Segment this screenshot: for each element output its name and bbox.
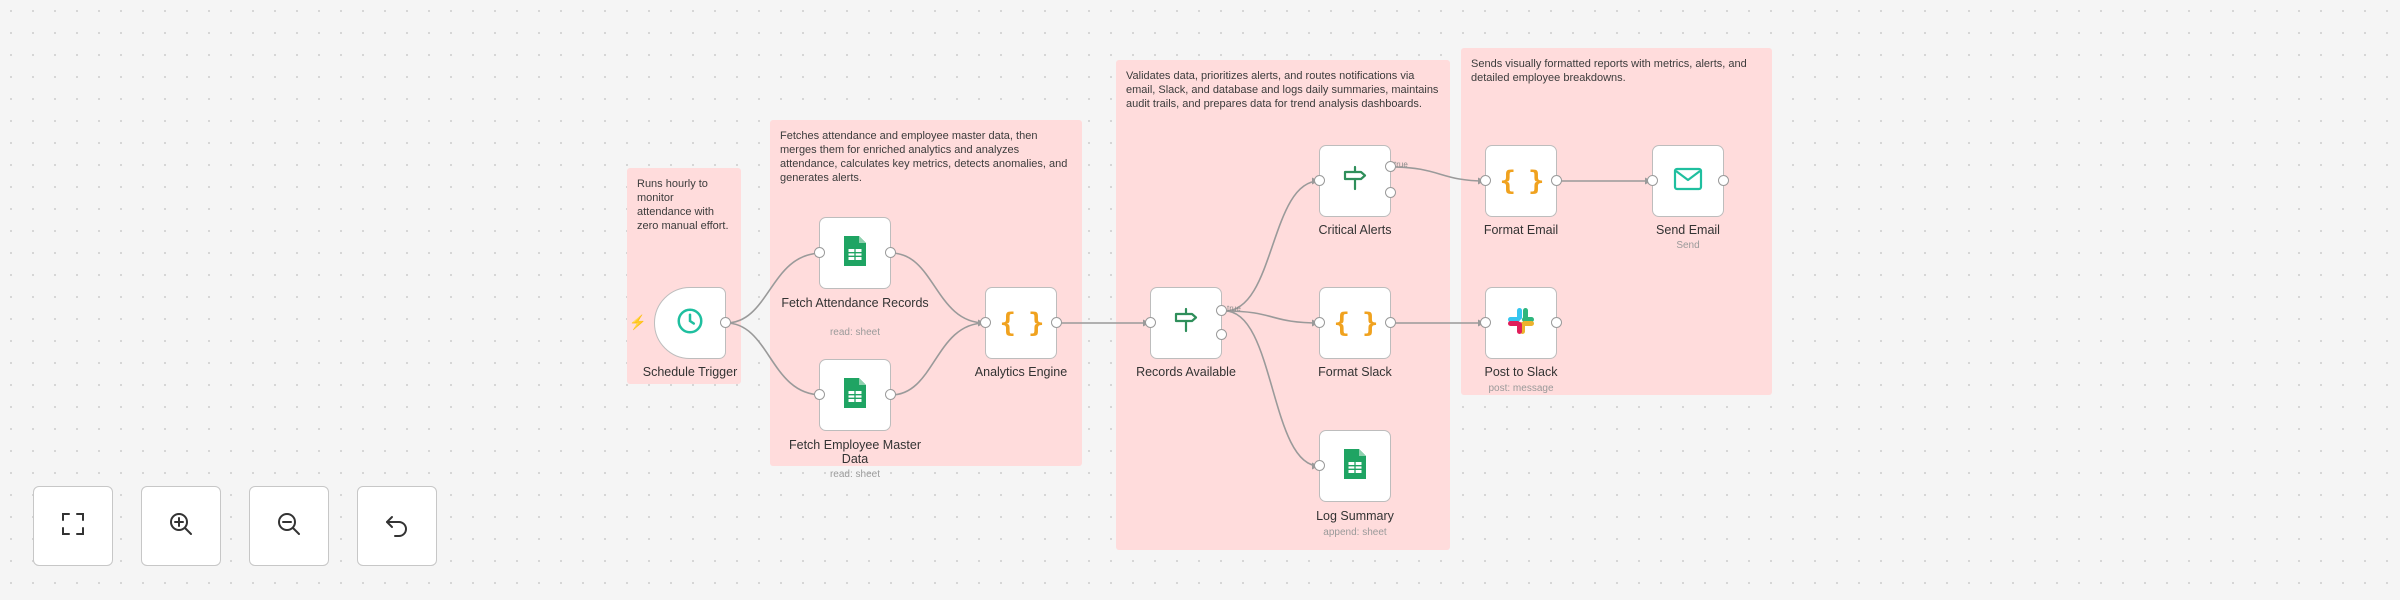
node-label: Log Summary xyxy=(1316,509,1394,523)
code-braces-icon: { } xyxy=(1499,165,1545,197)
edge-attendance-to-analytics xyxy=(890,252,986,324)
fit-view-button[interactable] xyxy=(33,486,113,566)
undo-button[interactable] xyxy=(357,486,437,566)
node-label: Schedule Trigger xyxy=(642,365,738,379)
google-sheets-icon xyxy=(844,235,866,271)
zoom-out-button[interactable] xyxy=(249,486,329,566)
edge-critical-to-formatemail xyxy=(1390,166,1486,182)
node-label: Records Available xyxy=(1136,365,1236,379)
edge-label-true-records: true xyxy=(1227,304,1241,313)
google-sheets-icon xyxy=(844,377,866,413)
fullscreen-icon xyxy=(59,510,87,543)
port-out-true[interactable] xyxy=(1385,161,1396,172)
node-schedule-trigger[interactable] xyxy=(654,287,726,359)
port-in[interactable] xyxy=(1314,317,1325,328)
if-signpost-icon xyxy=(1340,164,1370,199)
node-sub: Send xyxy=(1676,240,1700,251)
google-sheets-icon xyxy=(1344,448,1366,484)
node-sub: read: sheet xyxy=(829,469,881,480)
port-in[interactable] xyxy=(1145,317,1156,328)
node-label: Format Slack xyxy=(1318,365,1392,379)
port-in[interactable] xyxy=(814,247,825,258)
node-format-email[interactable]: { } xyxy=(1485,145,1557,217)
zoom-in-icon xyxy=(167,510,195,543)
edge-records-to-critical xyxy=(1224,180,1320,312)
port-in[interactable] xyxy=(814,389,825,400)
node-label: Send Email xyxy=(1656,223,1720,237)
node-label: Critical Alerts xyxy=(1318,223,1392,237)
port-out-false[interactable] xyxy=(1385,187,1396,198)
edge-records-to-formatslack xyxy=(1224,310,1320,324)
port-in[interactable] xyxy=(1480,175,1491,186)
node-sub: read: sheet xyxy=(829,327,881,338)
node-label: Format Email xyxy=(1483,223,1559,237)
node-send-email[interactable] xyxy=(1652,145,1724,217)
code-braces-icon: { } xyxy=(999,307,1045,339)
port-out[interactable] xyxy=(1051,317,1062,328)
undo-icon xyxy=(383,510,411,543)
code-braces-icon: { } xyxy=(1333,307,1379,339)
port-in[interactable] xyxy=(980,317,991,328)
node-analytics-engine[interactable]: { } xyxy=(985,287,1057,359)
node-records-available[interactable] xyxy=(1150,287,1222,359)
node-label: Fetch Employee Master Data xyxy=(789,438,921,466)
edge-records-to-logsummary xyxy=(1224,310,1320,467)
zoom-in-button[interactable] xyxy=(141,486,221,566)
sticky-note-route[interactable]: Validates data, prioritizes alerts, and … xyxy=(1116,60,1450,550)
port-in[interactable] xyxy=(1480,317,1491,328)
port-in[interactable] xyxy=(1314,175,1325,186)
node-log-summary[interactable] xyxy=(1319,430,1391,502)
node-fetch-employee[interactable] xyxy=(819,359,891,431)
edge-employee-to-analytics xyxy=(890,322,986,396)
port-in[interactable] xyxy=(1314,460,1325,471)
node-fetch-attendance[interactable] xyxy=(819,217,891,289)
node-label: Post to Slack xyxy=(1484,365,1558,379)
sticky-note-trigger-text: Runs hourly to monitor attendance with z… xyxy=(637,178,729,232)
port-in[interactable] xyxy=(1647,175,1658,186)
clock-icon xyxy=(675,306,705,341)
edge-trigger-to-employee xyxy=(725,322,823,396)
port-out[interactable] xyxy=(1551,175,1562,186)
node-label: Analytics Engine xyxy=(974,365,1068,379)
sticky-note-report-text: Sends visually formatted reports with me… xyxy=(1471,58,1747,84)
port-out-true[interactable] xyxy=(1216,305,1227,316)
port-out[interactable] xyxy=(1718,175,1729,186)
node-format-slack[interactable]: { } xyxy=(1319,287,1391,359)
node-sub: append: sheet xyxy=(1323,527,1387,538)
trigger-bolt-icon: ⚡ xyxy=(629,314,647,330)
port-out[interactable] xyxy=(720,317,731,328)
port-out[interactable] xyxy=(1385,317,1396,328)
port-out[interactable] xyxy=(885,247,896,258)
port-out-false[interactable] xyxy=(1216,329,1227,340)
edge-trigger-to-attendance xyxy=(725,252,823,324)
if-signpost-icon xyxy=(1171,306,1201,341)
envelope-icon xyxy=(1673,167,1703,196)
port-out[interactable] xyxy=(885,389,896,400)
port-out[interactable] xyxy=(1551,317,1562,328)
edge-label-true-critical: true xyxy=(1394,160,1408,169)
node-post-to-slack[interactable] xyxy=(1485,287,1557,359)
node-sub: post: message xyxy=(1488,383,1554,394)
node-label: Fetch Attendance Records xyxy=(781,296,929,310)
node-critical-alerts[interactable] xyxy=(1319,145,1391,217)
slack-icon xyxy=(1506,306,1536,341)
sticky-note-route-text: Validates data, prioritizes alerts, and … xyxy=(1126,70,1439,110)
zoom-out-icon xyxy=(275,510,303,543)
sticky-note-fetch-text: Fetches attendance and employee master d… xyxy=(780,130,1068,184)
